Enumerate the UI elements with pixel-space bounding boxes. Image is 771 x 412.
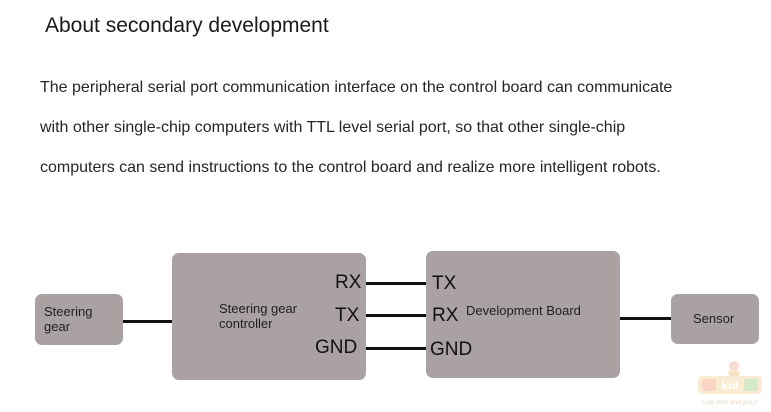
connector-steering-to-controller [122,320,172,323]
logo-text: kid [721,381,738,392]
controller-pin-rx: RX [335,272,362,293]
connector-rx-tx [365,282,427,285]
paragraph-line-2: with other single-chip computers with TT… [40,119,626,136]
development-board-label: Development Board [466,303,581,318]
paragraph-line-3: computers can send instructions to the c… [40,159,661,176]
steering-gear-label-line-1: Steering [44,304,93,319]
controller-pin-tx: TX [335,305,360,326]
steering-gear-label-line-2: gear [44,319,71,334]
connector-board-to-sensor [619,317,671,320]
brand-logo-watermark: kid Live free and play! [698,361,762,406]
description-paragraph: The peripheral serial port communication… [40,68,740,188]
dev-board-pin-tx: TX [432,273,457,294]
page-title: About secondary development [45,14,329,37]
dev-board-pin-gnd: GND [430,339,473,360]
sensor-box: Sensor [671,294,759,344]
connector-tx-rx [365,314,427,317]
paragraph-line-1: The peripheral serial port communication… [40,79,673,96]
sensor-label: Sensor [693,311,735,326]
steering-gear-box: Steering gear [35,294,123,345]
controller-label-line-1: Steering gear [219,301,298,316]
logo-tagline: Live free and play! [702,399,758,406]
controller-pin-gnd: GND [315,337,358,358]
steering-gear-controller-box: Steering gear controller RX TX GND [172,253,366,380]
dev-board-pin-rx: RX [432,305,459,326]
connector-gnd-gnd [365,347,427,350]
controller-label-line-2: controller [219,316,273,331]
development-board-box: TX RX GND Development Board [426,251,620,378]
